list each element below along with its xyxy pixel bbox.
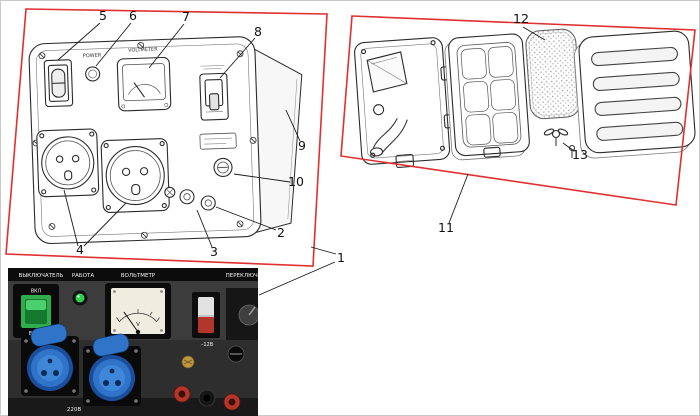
photo-label-voltmeter: ВОЛЬТМЕТР <box>121 273 156 279</box>
selector-photo[interactable] <box>226 288 258 340</box>
meter-unit: V <box>136 322 140 328</box>
callout-8: 8 <box>254 23 262 39</box>
breaker-photo[interactable] <box>192 292 220 338</box>
callout-4: 4 <box>76 241 84 257</box>
air-filter-cover-drawing <box>573 30 696 159</box>
engine-switch-drawing <box>43 59 74 108</box>
fuse-holder-drawing <box>213 157 233 178</box>
photo-label-dc: –12В <box>201 342 214 348</box>
panel-photo: ВЫКЛЮЧАТЕЛЬ РАБОТА ВОЛЬТМЕТР ПЕРЕКЛЮЧАТЕ… <box>8 268 258 416</box>
socket-220v-a[interactable] <box>21 323 79 396</box>
socket-220v-b[interactable] <box>83 333 141 406</box>
ground-terminal-drawing <box>164 186 176 198</box>
callout-9: 9 <box>298 137 306 153</box>
air-filter-backplate-drawing <box>354 37 453 168</box>
dc-terminal-red-2[interactable] <box>223 393 241 411</box>
dc-terminal-black[interactable] <box>198 389 216 407</box>
callout-12: 12 <box>513 10 529 26</box>
power-label: POWER <box>83 53 102 60</box>
photo-label-on: ВКЛ <box>31 289 42 295</box>
callout-1: 1 <box>337 249 345 265</box>
dc-terminal-red[interactable] <box>173 385 191 403</box>
callout-10: 10 <box>288 173 304 189</box>
photo-label-ac: 220В <box>67 407 81 413</box>
voltmeter-label: VOLTMETER <box>128 47 158 54</box>
ac-socket-a-drawing <box>36 128 100 198</box>
wing-bolt-drawing <box>543 128 576 158</box>
fuse-photo[interactable] <box>227 345 245 363</box>
air-filter-foam-drawing <box>525 28 581 120</box>
control-panel-drawing: POWER VOLTMETER <box>28 36 303 245</box>
callout-3: 3 <box>210 243 218 259</box>
callout-2: 2 <box>277 224 285 240</box>
callout-13: 13 <box>572 146 588 162</box>
ac-socket-b-drawing <box>100 138 170 213</box>
run-indicator-photo <box>72 290 88 306</box>
callout-6: 6 <box>129 7 137 23</box>
photo-label-selector: ПЕРЕКЛЮЧАТЕЛЬ <box>226 273 258 279</box>
callout-5: 5 <box>99 7 107 23</box>
air-filter-frame-drawing <box>444 33 530 161</box>
photo-label-run: РАБОТА <box>72 273 95 279</box>
label-plate-drawing <box>199 132 237 150</box>
photo-label-switch: ВЫКЛЮЧАТЕЛЬ <box>19 273 64 279</box>
air-filter-drawing <box>354 28 696 168</box>
callout-11: 11 <box>438 219 454 235</box>
voltmeter-photo: V <box>105 283 171 339</box>
ground-bolt <box>181 355 195 369</box>
callout-7: 7 <box>182 8 190 24</box>
